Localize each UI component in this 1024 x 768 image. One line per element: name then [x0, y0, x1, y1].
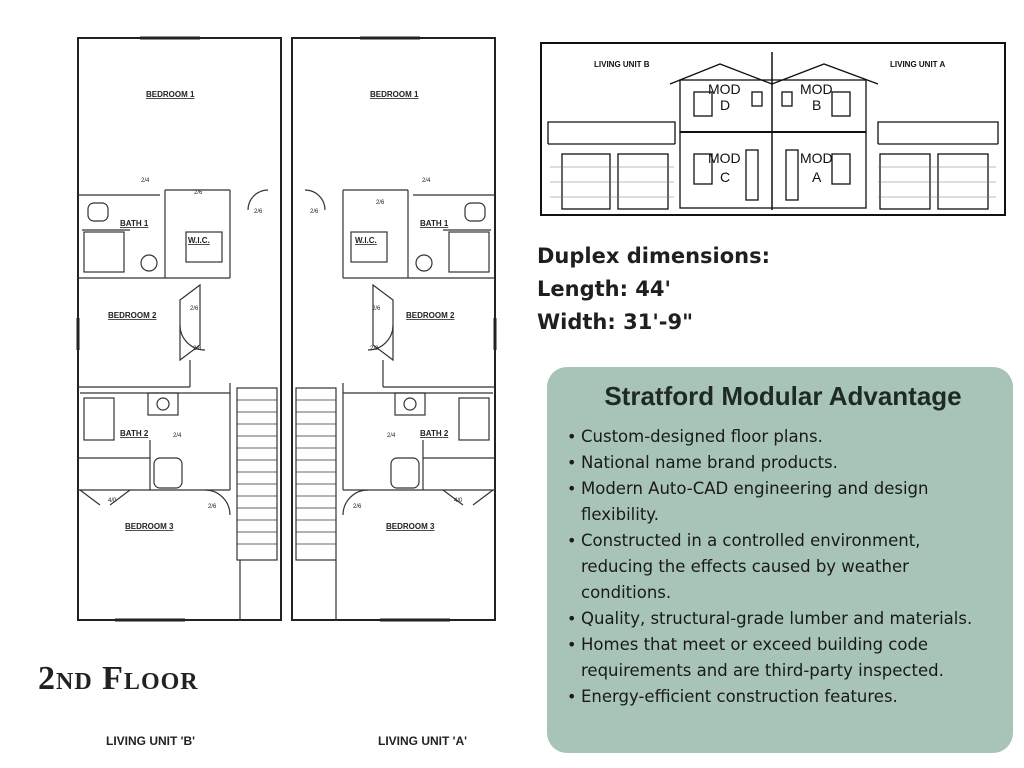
dimensions-heading: Duplex dimensions: — [537, 244, 770, 268]
elevation-unit-a-label: LIVING UNIT A — [890, 60, 945, 69]
room-label: W.I.C. — [355, 236, 377, 245]
mod-d-label: MOD — [708, 81, 741, 97]
advantage-item: Modern Auto-CAD engineering and design f… — [567, 476, 995, 528]
door-size: 2/6 — [194, 190, 203, 196]
advantage-title: Stratford Modular Advantage — [604, 381, 962, 411]
elevation-unit-b-label: LIVING UNIT B — [594, 60, 650, 69]
advantage-item: Homes that meet or exceed building code … — [567, 632, 995, 684]
room-label: BATH 1 — [120, 219, 149, 228]
door-size: 2/4 — [141, 178, 150, 184]
mod-b-label: MOD — [800, 81, 833, 97]
door-size: 4/0 — [454, 498, 463, 504]
room-label: BEDROOM 3 — [125, 522, 174, 531]
advantage-list: Custom-designed floor plans. National na… — [567, 424, 995, 710]
room-label: BEDROOM 1 — [146, 90, 195, 99]
door-size: 2/6 — [254, 209, 263, 215]
advantage-item: Quality, structural-grade lumber and mat… — [567, 606, 995, 632]
advantage-item: Custom-designed floor plans. — [567, 424, 995, 450]
door-size: 2/4 — [173, 433, 182, 439]
room-label: BEDROOM 2 — [406, 311, 455, 320]
door-size: 4/0 — [108, 498, 117, 504]
room-label: BATH 2 — [420, 429, 449, 438]
door-size: 2/6 — [376, 200, 385, 206]
floor-plan-drawing: BEDROOM 1 BATH 1 W.I.C. BEDROOM 2 BATH 2… — [76, 36, 497, 622]
door-size: 2/6 — [190, 306, 199, 312]
mod-c-letter: C — [720, 169, 730, 185]
door-size: 2/6 — [310, 209, 319, 215]
mod-a-letter: A — [812, 169, 822, 185]
advantage-item: Energy-efficient construction features. — [567, 684, 995, 710]
door-size: 2/4 — [387, 433, 396, 439]
room-label: BATH 1 — [420, 219, 449, 228]
room-label: BATH 2 — [120, 429, 149, 438]
room-label: W.I.C. — [188, 236, 210, 245]
mod-c-label: MOD — [708, 150, 741, 166]
floor-title: 2nd Floor — [38, 660, 199, 697]
door-size: 2/4 — [422, 178, 431, 184]
room-label: BEDROOM 1 — [370, 90, 419, 99]
unit-b-label: LIVING UNIT 'B' — [106, 734, 196, 748]
advantage-item: Constructed in a controlled environment,… — [567, 528, 995, 606]
dimensions-length: Length: 44' — [537, 277, 671, 301]
unit-a-label: LIVING UNIT 'A' — [378, 734, 468, 748]
mod-b-letter: B — [812, 97, 821, 113]
door-size: 2/8 — [370, 346, 379, 352]
advantage-item: National name brand products. — [567, 450, 995, 476]
duplex-dimensions: Duplex dimensions: Length: 44' Width: 31… — [537, 240, 770, 339]
room-label: BEDROOM 2 — [108, 311, 157, 320]
dimensions-width: Width: 31'-9" — [537, 310, 694, 334]
elevation-drawing: LIVING UNIT B LIVING UNIT A MOD D MOD B … — [540, 42, 1006, 216]
door-size: 2/8 — [193, 346, 202, 352]
advantage-card: Stratford Modular Advantage Custom-desig… — [547, 367, 1013, 753]
room-label: BEDROOM 3 — [386, 522, 435, 531]
mod-a-label: MOD — [800, 150, 833, 166]
door-size: 2/6 — [372, 306, 381, 312]
door-size: 2/6 — [353, 504, 362, 510]
door-size: 2/6 — [208, 504, 217, 510]
mod-d-letter: D — [720, 97, 730, 113]
